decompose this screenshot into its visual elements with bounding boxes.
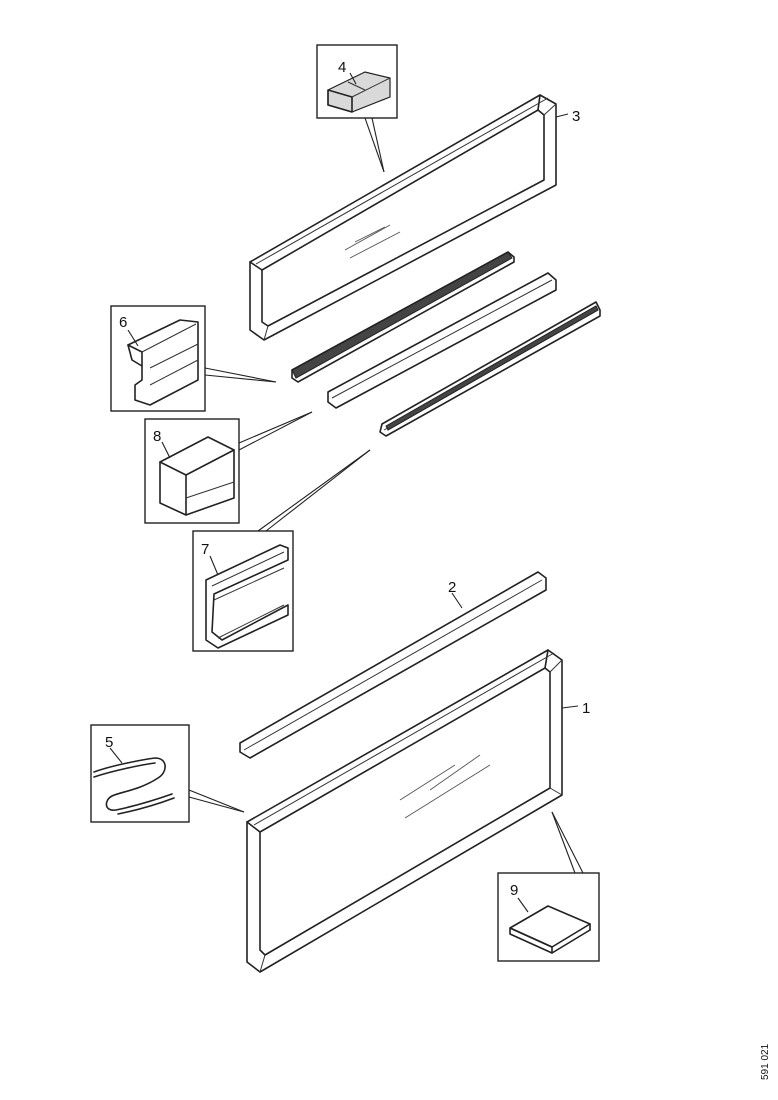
inset-box-6: 6 — [110, 305, 277, 412]
callout-7: 7 — [201, 541, 209, 558]
callout-9: 9 — [510, 882, 518, 899]
upper-seal-strip-7 — [379, 301, 601, 437]
callout-6: 6 — [119, 314, 127, 331]
lower-rail-2: 2 — [239, 571, 547, 759]
upper-glass-frame — [249, 94, 557, 341]
upper-seal-strip-6 — [291, 251, 515, 383]
inset-box-9: 9 — [497, 811, 600, 962]
inset-box-7: 7 — [192, 449, 371, 652]
callout-1: 1 — [582, 700, 590, 717]
callout-4: 4 — [338, 59, 346, 76]
callout-2: 2 — [448, 579, 456, 596]
callout-5: 5 — [105, 734, 113, 751]
inset-box-4: 4 — [316, 44, 398, 173]
upper-rail-8 — [327, 272, 557, 409]
inset-box-8: 8 — [144, 411, 313, 524]
inset-box-5: 5 — [90, 724, 245, 823]
callout-8: 8 — [153, 428, 161, 445]
callout-3: 3 — [572, 108, 580, 125]
lower-glass-frame: 1 — [246, 649, 590, 973]
drawing-code: 591 021 — [760, 1043, 771, 1080]
